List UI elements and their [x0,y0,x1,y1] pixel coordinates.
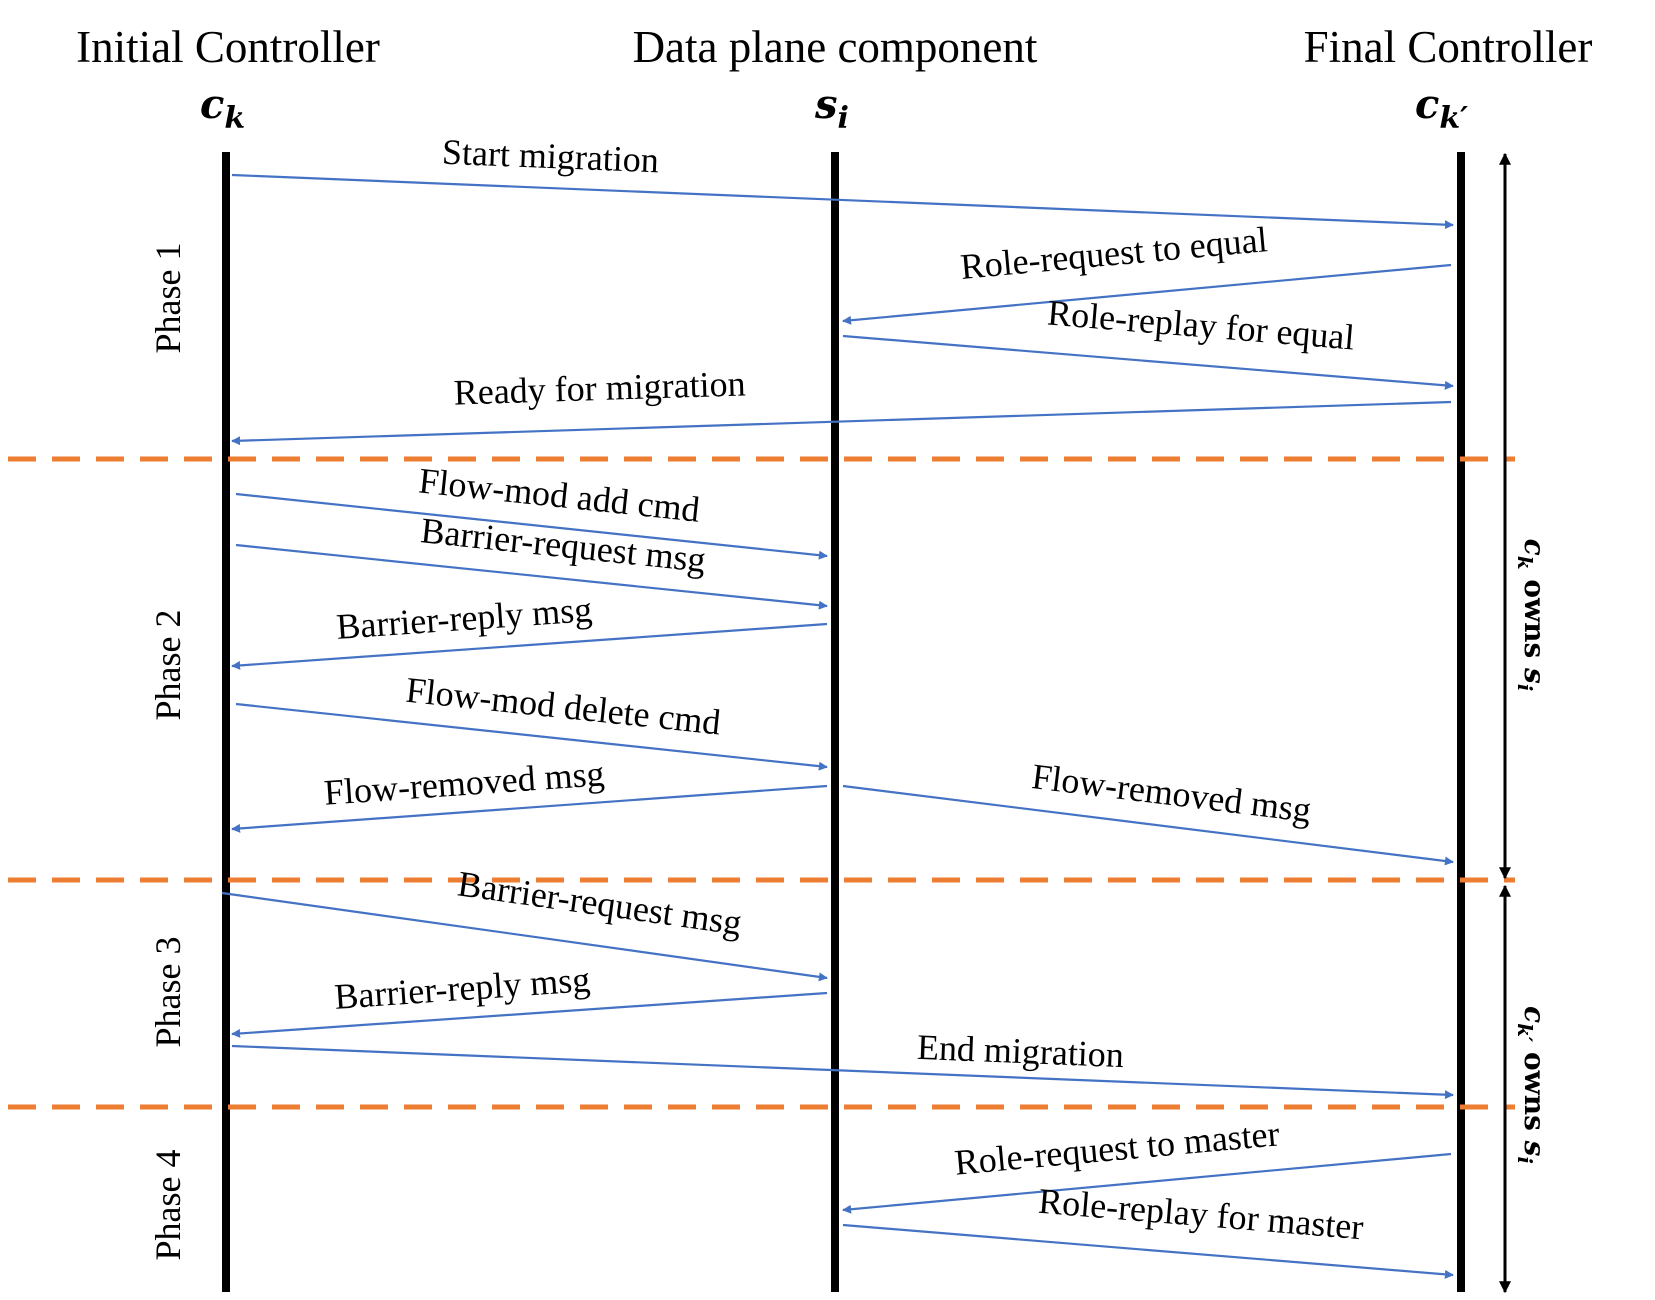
header-initial-controller: Initial Controller [76,22,380,72]
message-arrow [842,784,1454,866]
message-arrow [235,492,828,560]
phase-label-4: Phase 4 [148,1150,188,1261]
message-arrow [235,702,828,771]
message-label: Role-replay for master [1037,1181,1365,1248]
symbol-final: ck′ [1415,81,1468,136]
symbol-data-plane: si [814,81,849,136]
message-label: Barrier-reply msg [335,589,593,647]
message-arrow [231,173,1454,230]
message-label: Role-request to equal [959,219,1269,287]
phase-label-3: Phase 3 [148,937,188,1048]
phase-label-1: Phase 1 [148,243,188,354]
message-label: Role-request to master [953,1113,1281,1182]
message-arrow [842,334,1454,390]
message-label: Barrier-reply msg [333,959,591,1017]
message-arrow [221,891,828,982]
message-arrow [231,991,828,1038]
phase-label-2: Phase 2 [148,610,188,721]
message-label: Start migration [441,132,659,181]
symbol-initial: ck [200,81,245,136]
message-arrow [842,1152,1452,1214]
message-arrow [235,543,828,610]
message-label: Flow-removed msg [1030,756,1314,830]
message-label: Ready for migration [453,363,746,412]
message-arrow [842,1223,1454,1279]
ownership-label-final: ck′ owns si [1513,1006,1551,1164]
header-data-plane-component: Data plane component [633,22,1038,72]
message-label: Flow-mod delete cmd [404,670,722,743]
message-arrow [231,784,828,833]
ownership-label-initial: ck owns si [1513,539,1551,692]
header-final-controller: Final Controller [1304,22,1593,72]
message-arrow [842,263,1452,325]
message-arrow [231,1044,1454,1100]
message-label: Role-replay for equal [1046,292,1356,357]
message-label: Flow-removed msg [323,753,606,813]
message-label: End migration [916,1027,1124,1075]
message-arrow [231,400,1452,446]
message-arrow [231,622,828,670]
